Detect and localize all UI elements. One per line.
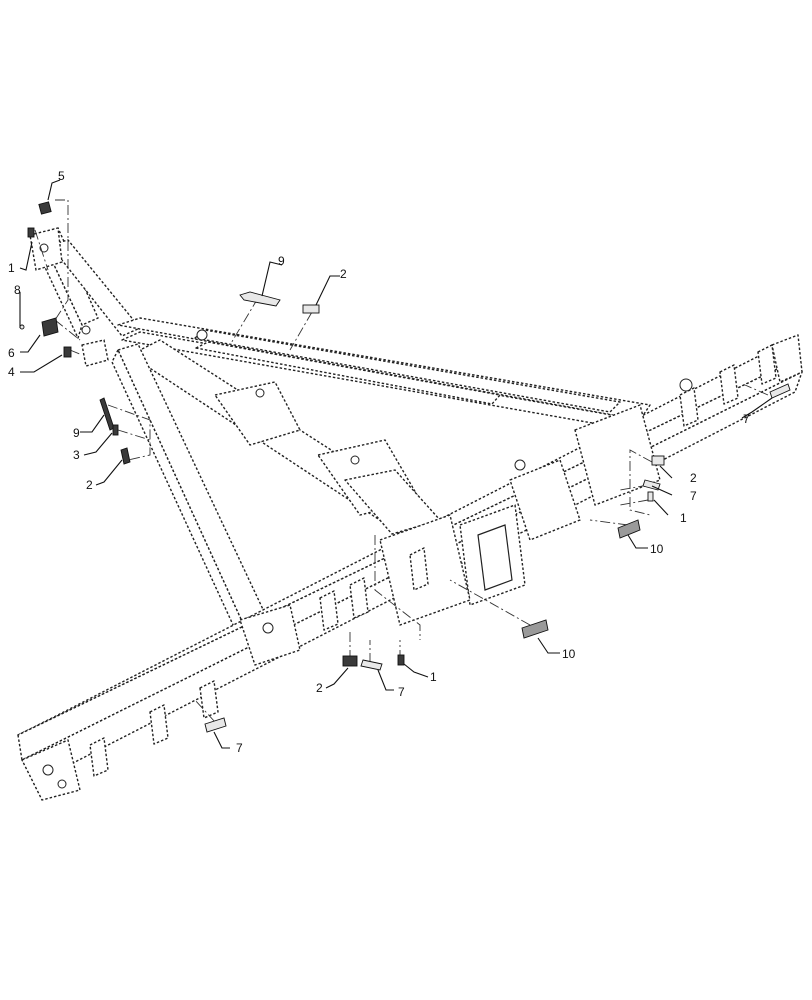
callout-9: 9 [73, 426, 80, 440]
callout-9: 9 [278, 254, 285, 268]
decal-1-upper [27, 227, 35, 238]
callout-1: 1 [430, 670, 437, 684]
callout-2: 2 [340, 267, 347, 281]
decal-9-left [99, 397, 115, 431]
decals [19, 201, 791, 733]
callout-7: 7 [690, 489, 697, 503]
decal-4 [63, 346, 72, 358]
callout-8: 8 [14, 283, 21, 297]
callout-10: 10 [562, 647, 576, 661]
decal-10-center [521, 619, 549, 639]
callout-2: 2 [316, 681, 323, 695]
right-center-block [574, 404, 661, 506]
decal-1-right [647, 491, 654, 502]
callout-7: 7 [236, 741, 243, 755]
left-end-hole-2 [57, 779, 67, 789]
callout-7: 7 [743, 412, 750, 426]
upper-tube-band [195, 341, 501, 405]
mast-hole-1 [39, 243, 49, 253]
hitch-pin-1 [255, 388, 265, 398]
decal-7-right [769, 383, 791, 399]
right-knob [679, 378, 693, 392]
decal-2-right [651, 455, 665, 466]
upper-tube [194, 329, 621, 413]
decal-3 [112, 424, 119, 436]
decal-10-right [617, 519, 641, 539]
left-end-hole [42, 764, 54, 776]
rivet-8 [19, 324, 25, 330]
decal-2-top [302, 304, 320, 314]
callout-6: 6 [8, 346, 15, 360]
callout-3: 3 [73, 448, 80, 462]
decal-2-bottom [342, 655, 358, 667]
hitch-pin-2 [350, 455, 360, 465]
callout-7: 7 [398, 685, 405, 699]
phantom-lines [34, 199, 769, 723]
callout-1: 1 [8, 261, 15, 275]
upper-tube-pin [196, 329, 208, 341]
right-end-bracket [771, 334, 803, 383]
hitch-tongue-plate [214, 381, 301, 446]
left-pivot-hole [262, 622, 274, 634]
decal-7-left [204, 717, 227, 733]
decal-1-bottom [397, 654, 405, 666]
leader-lines [19, 179, 773, 749]
callout-5: 5 [58, 169, 65, 183]
left-wing-pivot [239, 604, 301, 666]
callout-2: 2 [690, 471, 697, 485]
callout-10: 10 [650, 542, 664, 556]
mast-lower-bracket [81, 339, 109, 367]
decal-2-left [120, 447, 131, 465]
decal-9-top [239, 291, 281, 307]
right-hinge-block [509, 459, 581, 541]
mast-hole-2 [81, 325, 91, 335]
decal-5 [38, 201, 52, 215]
decal-7-bottom [360, 659, 383, 671]
hitch-pin-3 [514, 459, 526, 471]
callout-4: 4 [8, 365, 15, 379]
decal-6 [41, 317, 59, 337]
center-gearbox-face [477, 524, 513, 591]
left-diagonal-beam-face [111, 349, 246, 641]
frame-assembly [17, 227, 803, 801]
callout-labels: 5 1 8 6 4 9 2 9 3 2 7 2 7 1 10 10 2 7 1 … [8, 169, 750, 755]
callout-1: 1 [680, 511, 687, 525]
callout-2: 2 [86, 478, 93, 492]
